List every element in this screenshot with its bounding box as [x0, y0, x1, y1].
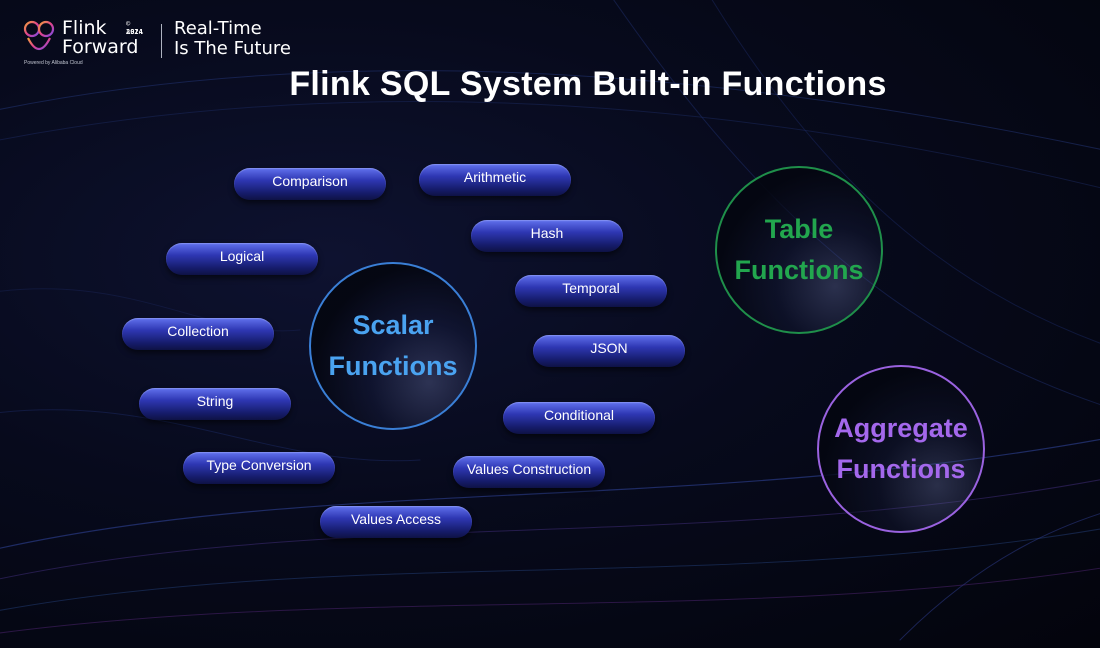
- brand-name-line-2: Forward: [62, 36, 139, 58]
- scalar-functions-label-line-2: Functions: [328, 351, 458, 381]
- function-pill-comparison: Comparison: [234, 168, 386, 200]
- function-pill-temporal: Temporal: [515, 275, 667, 307]
- function-pill-json: JSON: [533, 335, 685, 367]
- tagline-line-1: Real-Time: [174, 18, 262, 39]
- aggregate-functions-circle: Aggregate Functions: [817, 365, 985, 533]
- brand-name-line-1: Flink: [62, 17, 107, 39]
- flink-squirrel-logo-icon: [23, 20, 55, 58]
- function-pill-values-access: Values Access: [320, 506, 472, 538]
- event-region: © ASIA: [126, 20, 143, 36]
- table-functions-circle: Table Functions: [715, 166, 883, 334]
- logo-divider: [161, 24, 162, 58]
- powered-by-text: Powered by Alibaba Cloud: [24, 60, 83, 66]
- scalar-functions-circle: Scalar Functions: [309, 262, 477, 430]
- aggregate-functions-label-line-2: Functions: [836, 454, 966, 484]
- tagline-line-2: Is The Future: [174, 38, 291, 59]
- slide-title: Flink SQL System Built-in Functions: [289, 65, 887, 103]
- table-functions-label-line-1: Table: [764, 214, 834, 244]
- function-pill-logical: Logical: [166, 243, 318, 275]
- function-pill-arithmetic: Arithmetic: [419, 164, 571, 196]
- function-pill-type-conversion: Type Conversion: [183, 452, 335, 484]
- table-functions-label-line-2: Functions: [734, 255, 864, 285]
- function-pill-collection: Collection: [122, 318, 274, 350]
- function-pill-conditional: Conditional: [503, 402, 655, 434]
- function-pill-hash: Hash: [471, 220, 623, 252]
- scalar-functions-label-line-1: Scalar: [352, 310, 434, 340]
- function-pill-values-construction: Values Construction: [453, 456, 605, 488]
- event-year: 2024: [126, 28, 143, 36]
- aggregate-functions-label-line-1: Aggregate: [834, 413, 968, 443]
- function-pill-string: String: [139, 388, 291, 420]
